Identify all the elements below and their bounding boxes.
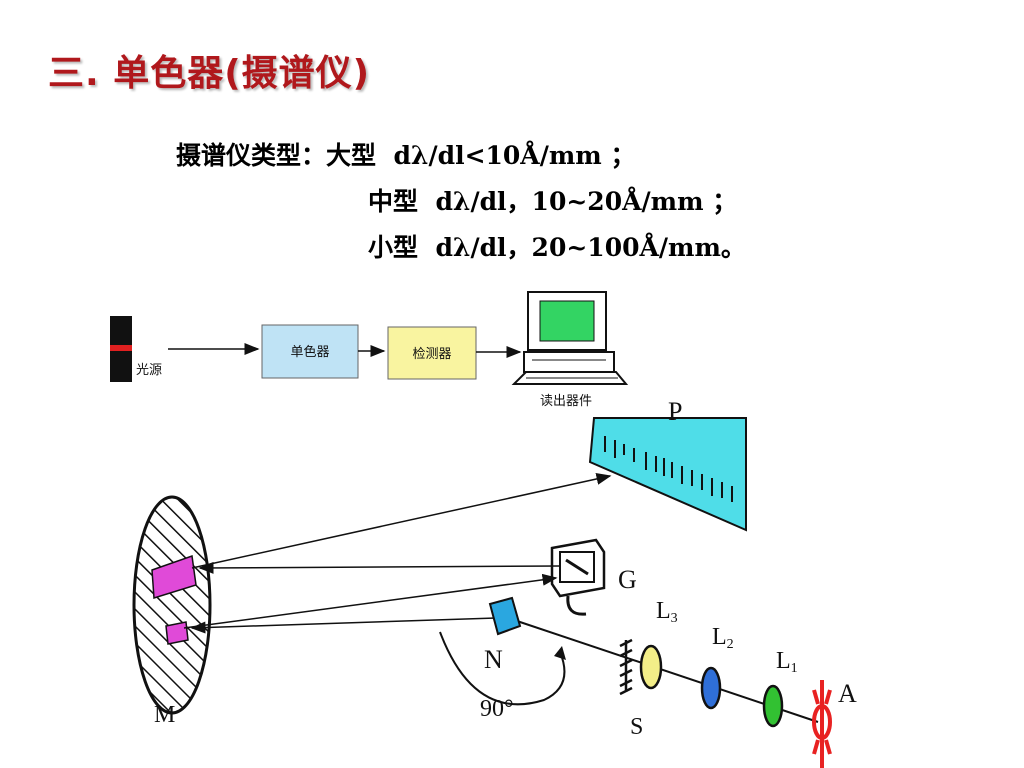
label-g: G: [618, 565, 637, 594]
lens-l3-icon: [639, 644, 663, 690]
mirror-m-icon: [132, 495, 212, 715]
spec-row-small: 小型 dλ/dl，20~100Å/mm。: [368, 228, 746, 264]
label-angle: 90°: [480, 696, 514, 722]
lens-l1-icon: [762, 684, 784, 728]
spec-row-medium: 中型 dλ/dl，10~20Å/mm ；: [368, 182, 737, 218]
grating-g-icon: [550, 538, 606, 616]
monochromator-label: 单色器: [290, 344, 329, 360]
spec-type-small: 小型: [368, 233, 419, 262]
spec-value-medium: dλ/dl，10~20Å/mm ；: [435, 187, 738, 216]
spec-type-large: 大型: [326, 141, 377, 170]
mirror-lower-patch: [165, 621, 189, 645]
optical-layout: M P G: [132, 397, 857, 768]
prism-n-icon: [488, 596, 522, 636]
slit-s-icon: [619, 638, 633, 696]
ray-mirror-to-grating: [183, 573, 558, 629]
label-s: S: [630, 714, 643, 740]
detector-box: [387, 326, 477, 380]
spec-value-large: dλ/dl<10Å/mm ；: [393, 141, 636, 170]
angle-arc: [439, 631, 566, 706]
label-l3: L3: [656, 598, 678, 626]
spec-row-large: 摄谱仪类型：大型 dλ/dl<10Å/mm ；: [176, 136, 635, 172]
label-a: A: [838, 679, 857, 708]
label-p: P: [668, 397, 682, 426]
source-label: 光源: [136, 363, 162, 378]
label-l1: L1: [776, 648, 798, 676]
computer-icon: [511, 291, 629, 385]
block-diagram: 光源 单色器 检测器 读出器件: [110, 291, 629, 409]
detector-label: 检测器: [412, 347, 451, 362]
ray-prism-to-mirror: [190, 617, 497, 634]
ray-grating-to-mirror: [198, 561, 561, 574]
photographic-plate-icon: [588, 417, 747, 532]
label-n: N: [484, 645, 503, 674]
ray-to-plate: [191, 473, 612, 569]
light-source-icon: [110, 316, 132, 382]
label-m: M: [154, 702, 175, 728]
spec-type-medium: 中型: [368, 187, 419, 216]
angle-arc-arrowhead: [554, 646, 566, 660]
spec-prefix: 摄谱仪类型：: [176, 141, 327, 170]
source-a-icon: [812, 680, 832, 768]
lens-l2-icon: [700, 666, 722, 710]
mirror-upper-patch: [151, 554, 197, 599]
page-title: 三. 单色器(摄谱仪): [48, 53, 371, 94]
monochromator-box: [261, 324, 359, 379]
label-l2: L2: [712, 624, 734, 652]
readout-label: 读出器件: [540, 394, 592, 409]
spec-value-small: dλ/dl，20~100Å/mm。: [435, 233, 746, 262]
